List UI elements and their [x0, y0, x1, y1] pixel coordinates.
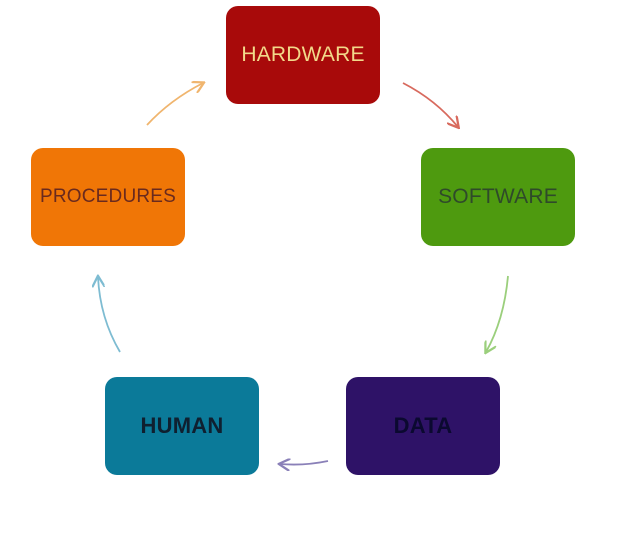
- arrow-data-to-human: [280, 461, 329, 465]
- node-software: SOFTWARE: [421, 148, 575, 246]
- arrow-software-to-data: [486, 275, 509, 352]
- node-label-hardware: HARDWARE: [241, 43, 365, 66]
- node-label-human: HUMAN: [140, 413, 224, 438]
- arrow-procedures-to-hardware: [146, 83, 203, 126]
- arrow-human-to-procedures: [98, 277, 121, 353]
- node-label-procedures: PROCEDURES: [39, 186, 177, 207]
- node-human: HUMAN: [105, 377, 259, 475]
- node-procedures: PROCEDURES: [31, 148, 185, 246]
- node-label-data: DATA: [393, 413, 453, 438]
- node-data: DATA: [346, 377, 500, 475]
- arrow-hardware-to-software: [402, 82, 458, 127]
- node-label-software: SOFTWARE: [438, 185, 558, 208]
- node-hardware: HARDWARE: [226, 6, 380, 104]
